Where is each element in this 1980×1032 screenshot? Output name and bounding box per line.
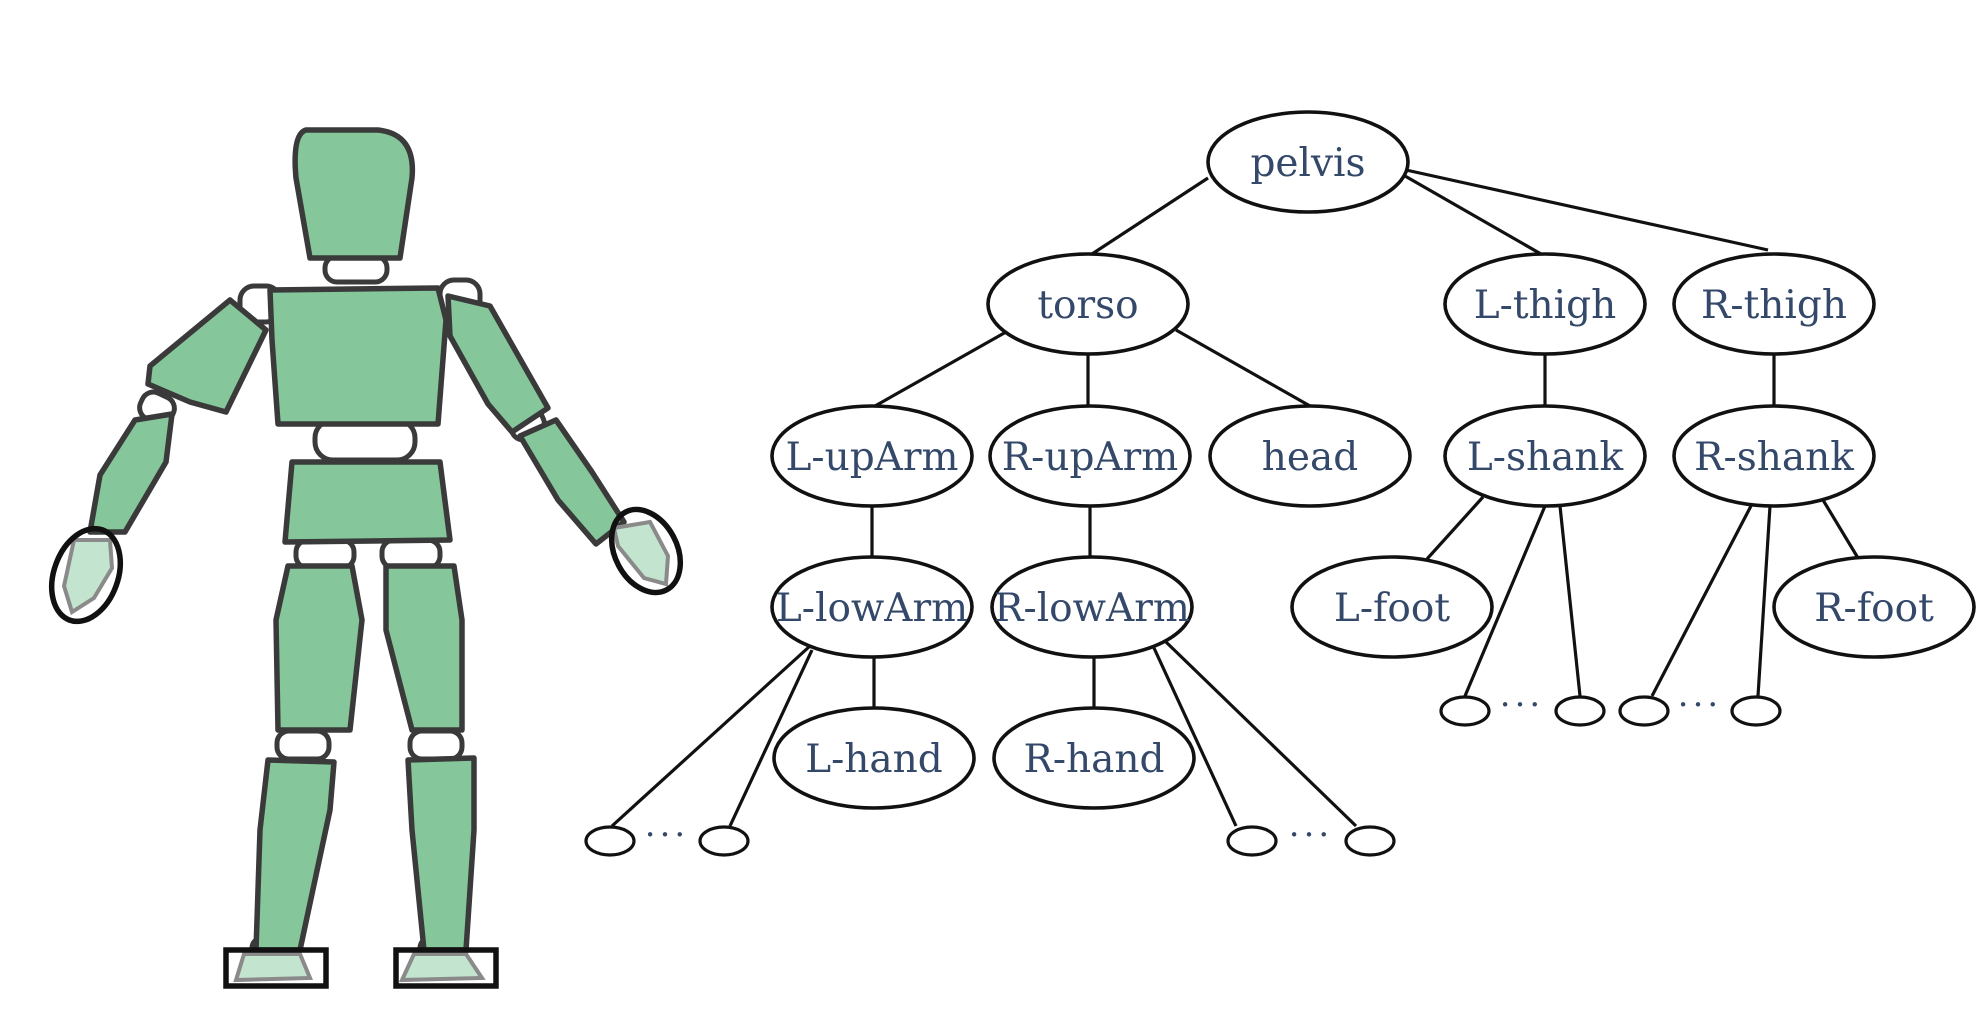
figure-right-shank xyxy=(405,755,477,953)
edge-r-shank-leaf2 xyxy=(1756,505,1772,697)
node-l-thigh: L-thigh xyxy=(1443,252,1647,356)
node-label-r-thigh: R-thigh xyxy=(1701,283,1847,328)
node-label-r-shank: R-shank xyxy=(1694,435,1854,480)
node-label-l-hand: L-hand xyxy=(805,737,943,782)
leaf-ellipsis: ··· xyxy=(1678,685,1722,725)
node-r-thigh: R-thigh xyxy=(1672,252,1876,356)
leaf-node xyxy=(1554,695,1606,727)
figure-left-upper-arm xyxy=(145,297,269,415)
figure-left-lower-arm xyxy=(87,411,175,535)
left-foot-highlight xyxy=(223,947,329,989)
figure-pelvis xyxy=(282,459,453,545)
right-knee-joint xyxy=(407,728,465,762)
node-pelvis: pelvis xyxy=(1206,110,1410,214)
figure-right-foot xyxy=(398,952,486,983)
edge-pelvis-l-thigh xyxy=(1404,174,1542,256)
leaf-ellipsis: ··· xyxy=(1500,685,1544,725)
left-knee-joint xyxy=(274,728,332,762)
node-label-torso: torso xyxy=(1037,283,1138,328)
leaf-node xyxy=(1618,695,1670,727)
humanoid-figure xyxy=(48,127,684,989)
node-label-pelvis: pelvis xyxy=(1250,141,1365,186)
left-hand-highlight xyxy=(48,525,124,625)
node-label-r-hand: R-hand xyxy=(1024,737,1165,782)
leaf-group-l-shank: ··· xyxy=(1439,685,1606,727)
node-label-l-shank: L-shank xyxy=(1467,435,1624,480)
node-label-head: head xyxy=(1262,435,1358,480)
kinematic-tree: pelvis torso L-thigh R-thigh L-upArm R-u… xyxy=(584,110,1976,857)
node-l-shank: L-shank xyxy=(1443,404,1647,508)
node-l-lowarm: L-lowArm xyxy=(770,555,974,659)
leaf-node xyxy=(698,825,750,857)
figure-right-hand xyxy=(611,519,671,587)
node-label-r-foot: R-foot xyxy=(1814,586,1934,631)
node-l-hand: L-hand xyxy=(772,706,976,810)
leaf-group-r-shank: ··· xyxy=(1618,685,1782,727)
edge-r-shank-r-foot xyxy=(1821,499,1860,559)
figure-head xyxy=(292,127,416,261)
node-r-lowarm: R-lowArm xyxy=(990,555,1194,659)
leaf-node xyxy=(1730,695,1782,727)
figure-torso xyxy=(267,285,449,427)
leaf-node xyxy=(1226,825,1278,857)
edge-torso-head xyxy=(1175,328,1311,408)
edge-l-shank-leaf1 xyxy=(1463,505,1547,697)
edge-r-lowarm-leaf2 xyxy=(1164,640,1358,828)
leaf-group-l-lowarm: ··· xyxy=(584,815,750,857)
leaf-group-r-lowarm: ··· xyxy=(1226,815,1396,857)
edge-pelvis-torso xyxy=(1091,176,1209,256)
figure-left-foot xyxy=(233,952,313,983)
node-head: head xyxy=(1208,404,1412,508)
figure-right-thigh xyxy=(383,563,465,733)
edge-torso-l-uparm xyxy=(874,330,1007,408)
node-r-hand: R-hand xyxy=(992,706,1196,810)
node-r-shank: R-shank xyxy=(1672,404,1876,508)
edge-l-lowarm-leaf1 xyxy=(610,644,812,828)
edge-l-shank-l-foot xyxy=(1425,495,1485,561)
node-torso: torso xyxy=(986,252,1190,356)
edge-l-shank-leaf2 xyxy=(1558,505,1582,697)
node-l-foot: L-foot xyxy=(1290,555,1494,659)
figure-right-lower-arm xyxy=(517,417,627,547)
node-label-l-lowarm: L-lowArm xyxy=(776,586,968,631)
edge-r-shank-leaf1 xyxy=(1650,503,1754,697)
node-r-foot: R-foot xyxy=(1772,555,1976,659)
right-foot-highlight xyxy=(393,947,499,989)
node-l-uparm: L-upArm xyxy=(770,404,974,508)
figure-left-shank xyxy=(253,757,337,953)
figure-left-hand xyxy=(61,538,115,616)
node-label-l-foot: L-foot xyxy=(1334,586,1450,631)
node-r-uparm: R-upArm xyxy=(988,404,1192,508)
leaf-node xyxy=(1439,695,1491,727)
node-label-r-uparm: R-upArm xyxy=(1002,435,1178,480)
figure-left-thigh xyxy=(273,563,365,733)
leaf-node xyxy=(1344,825,1396,857)
leaf-node xyxy=(584,825,636,857)
leaf-ellipsis: ··· xyxy=(1289,815,1333,855)
figure-right-upper-arm xyxy=(445,293,551,435)
edge-pelvis-r-thigh xyxy=(1405,168,1769,252)
node-label-l-uparm: L-upArm xyxy=(786,435,959,480)
edge-l-lowarm-leaf2 xyxy=(728,649,814,827)
leaf-ellipsis: ··· xyxy=(645,815,689,855)
edge-r-lowarm-leaf1 xyxy=(1152,647,1238,827)
node-label-r-lowarm: R-lowArm xyxy=(994,586,1190,631)
right-hand-highlight xyxy=(608,506,684,596)
node-label-l-thigh: L-thigh xyxy=(1474,283,1616,328)
tree-edges xyxy=(610,168,1860,828)
